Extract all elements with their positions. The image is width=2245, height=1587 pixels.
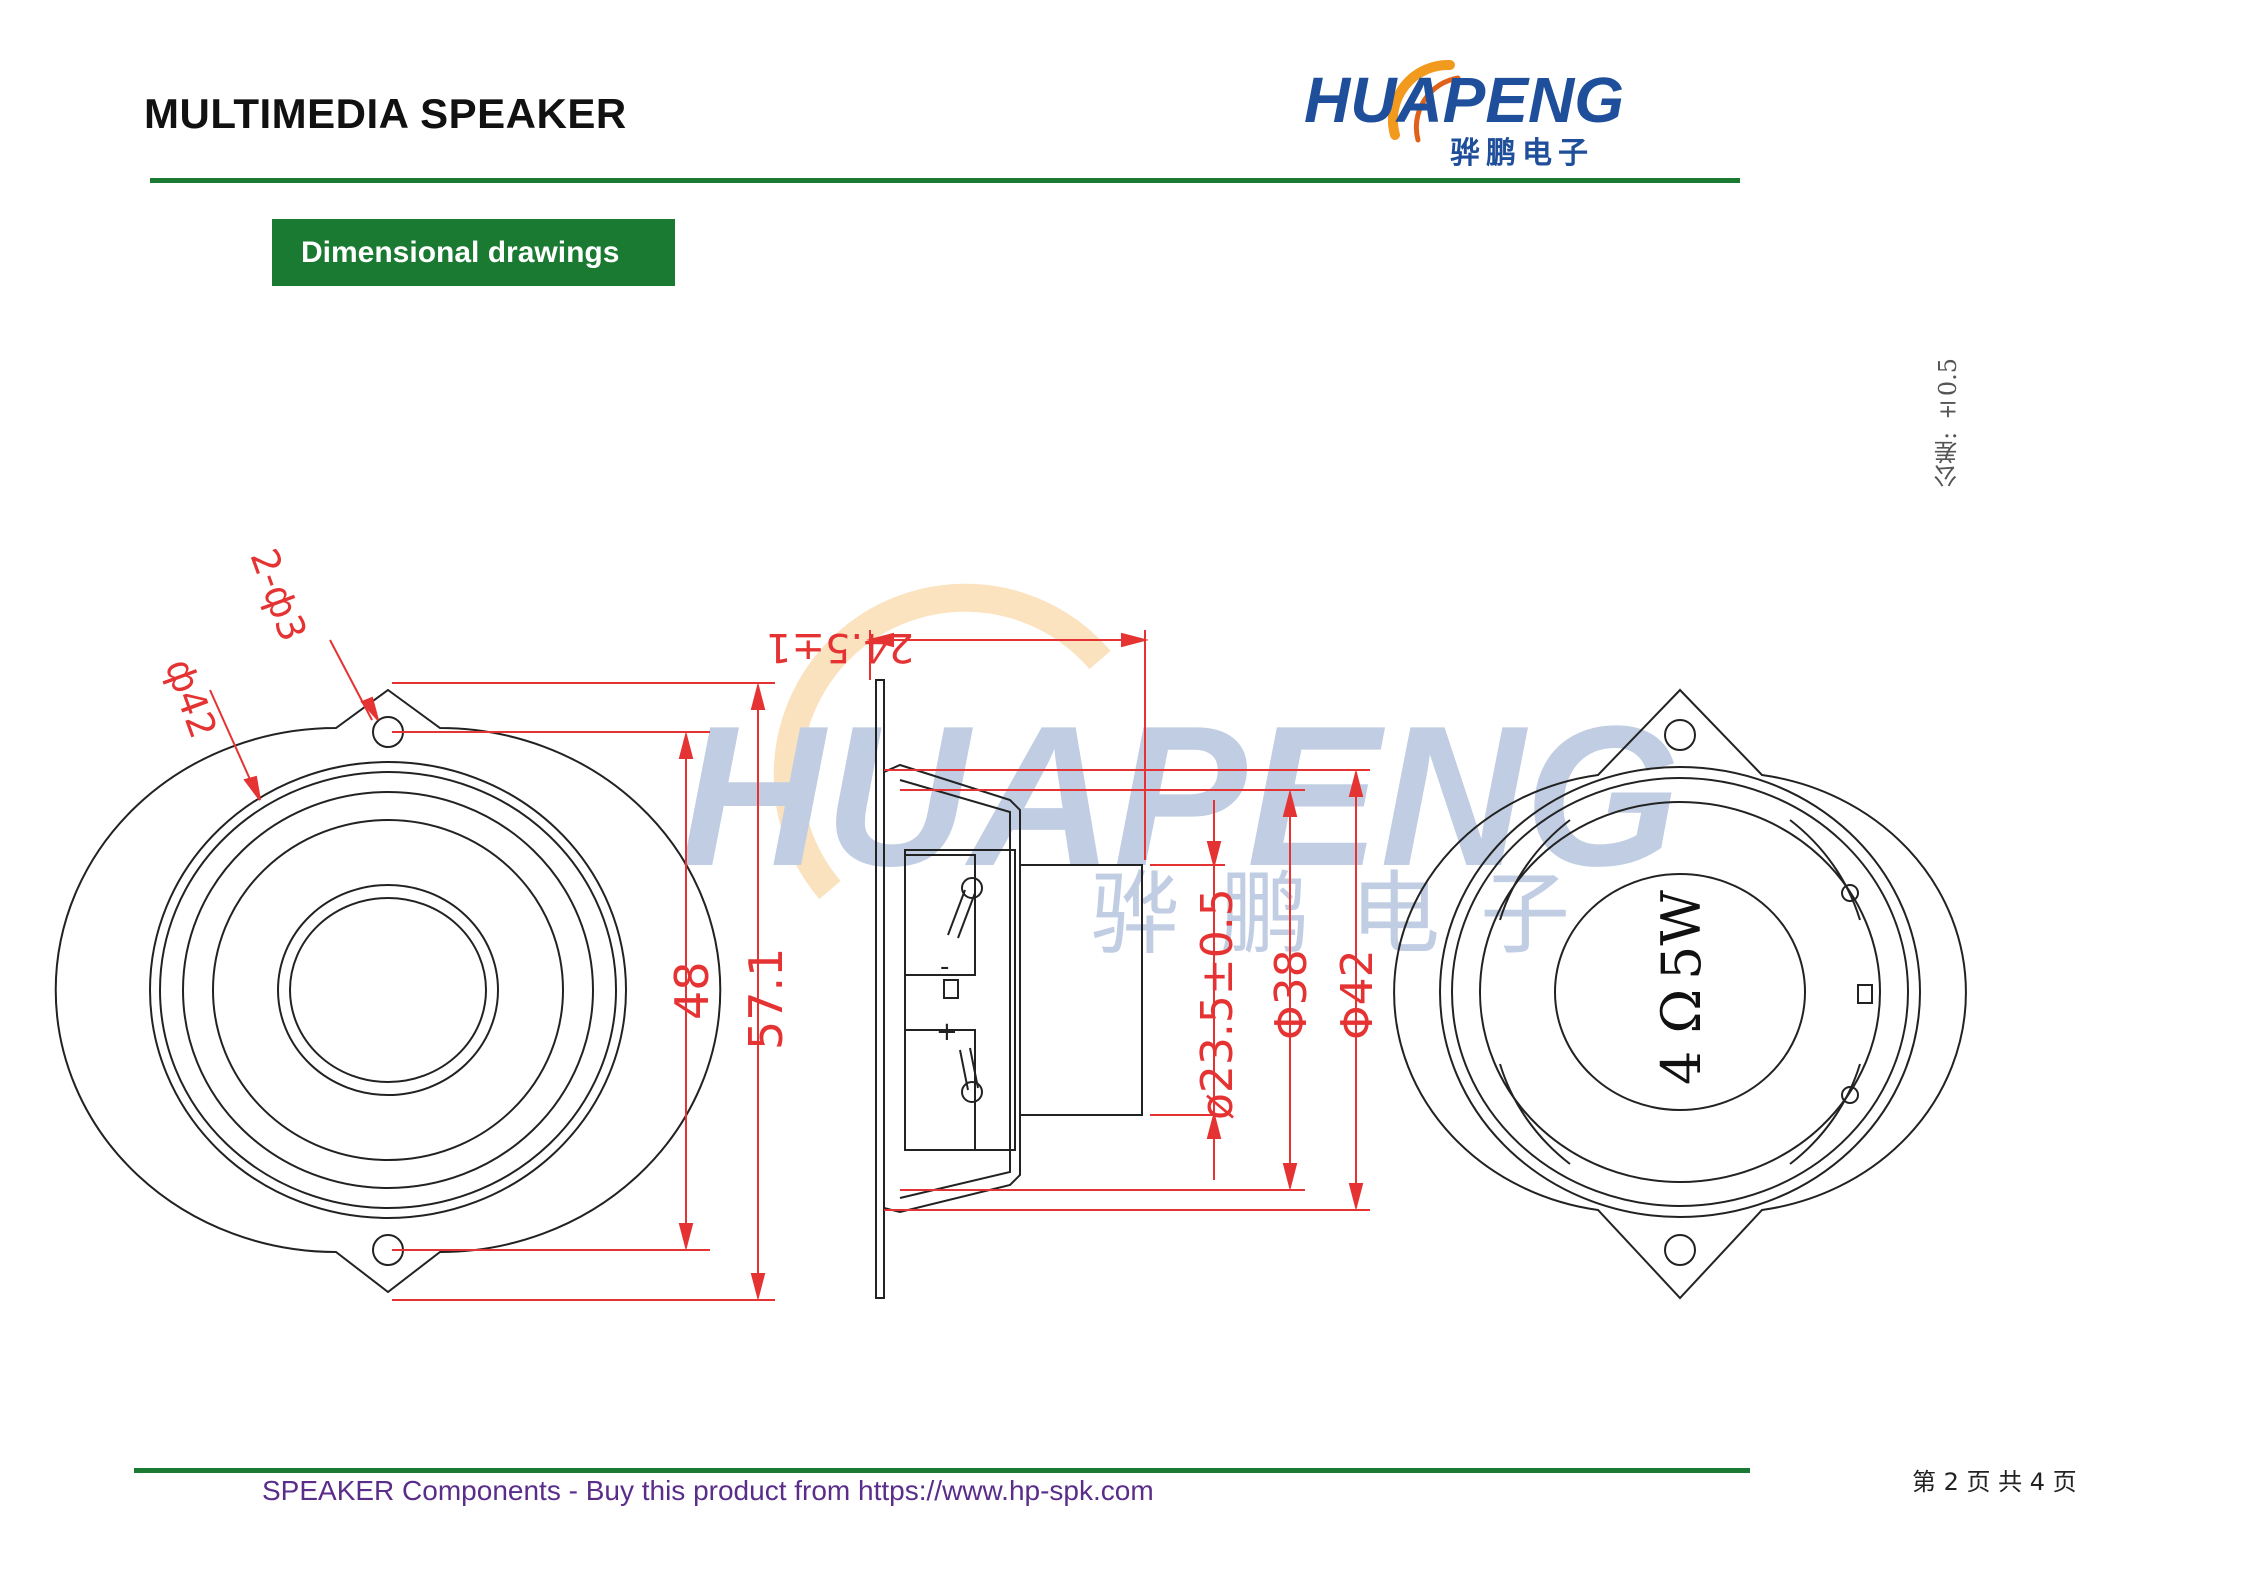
logo-text-en: HUAPENG bbox=[1304, 64, 1624, 136]
watermark-cn: 骅鹏电子 bbox=[1090, 862, 1610, 967]
side-view bbox=[875, 679, 1143, 1299]
rear-view bbox=[1393, 688, 1967, 1300]
document-title: MULTIMEDIA SPEAKER bbox=[144, 90, 627, 137]
terminal-plus: + bbox=[936, 1017, 958, 1047]
side-dimensions bbox=[866, 630, 1370, 1211]
front-view bbox=[54, 688, 722, 1294]
dim-overall-height: 57.1 bbox=[739, 948, 793, 1050]
dim-frame-dia: Φ38 bbox=[1266, 949, 1317, 1040]
label-impedance: 4 Ω bbox=[1650, 989, 1713, 1085]
footer-divider bbox=[134, 1468, 1750, 1473]
hole-callout: 2-ф3 bbox=[242, 543, 316, 647]
label-power: 5W bbox=[1650, 890, 1713, 980]
watermark: HUAPENG 骅鹏电子 bbox=[680, 583, 1680, 967]
header-divider bbox=[150, 178, 1740, 183]
diameter-callout: ф42 bbox=[157, 653, 226, 744]
logo-text-cn: 骅鹏电子 bbox=[1450, 136, 1594, 170]
dim-magnet-dia: ø23.5±0.5 bbox=[1192, 888, 1243, 1120]
magnet bbox=[1019, 864, 1143, 1116]
terminal-minus: - bbox=[940, 952, 949, 982]
front-dimensions bbox=[209, 639, 775, 1301]
dim-depth: 24.5±1 bbox=[766, 624, 914, 670]
footer-shop-link[interactable]: SPEAKER Components - Buy this product fr… bbox=[262, 1475, 1154, 1506]
huapeng-logo: HUAPENG 骅鹏电子 bbox=[1304, 59, 1624, 170]
dim-outer-dia: Φ42 bbox=[1332, 949, 1383, 1040]
watermark-en: HUAPENG bbox=[680, 685, 1680, 908]
section-tag: Dimensional drawings bbox=[272, 219, 675, 286]
page-number: 第 2 页 共 4 页 bbox=[1912, 1468, 2077, 1496]
rear-hole-bottom bbox=[1664, 1234, 1696, 1266]
rear-hole-top bbox=[1664, 719, 1696, 751]
dim-hole-spacing: 48 bbox=[665, 961, 719, 1020]
